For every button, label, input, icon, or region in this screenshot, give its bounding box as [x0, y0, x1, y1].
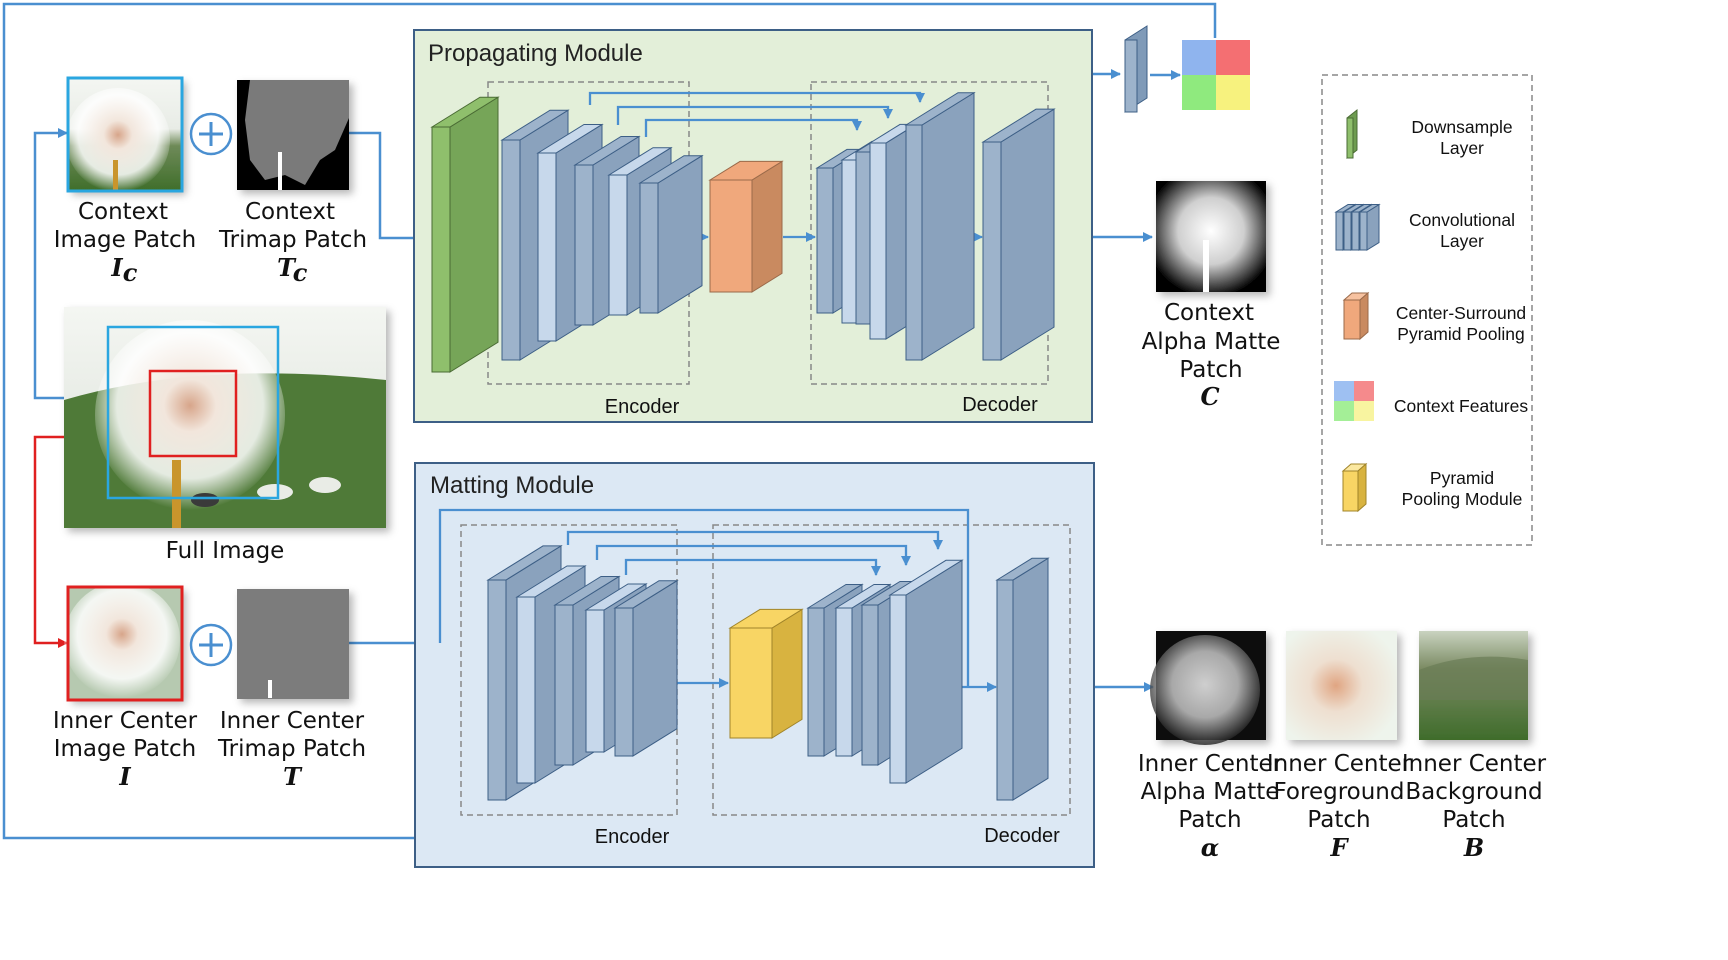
propagating-module-title: Propagating Module	[428, 40, 643, 67]
svg-text:Foreground: Foreground	[1274, 779, 1405, 805]
matting-layers	[486, 545, 1050, 801]
legend-conv-slab	[1358, 203, 1381, 251]
legend-conv-label: Convolutional	[1409, 210, 1515, 230]
context-image-patch	[66, 76, 184, 193]
svg-text:Image Patch: Image Patch	[54, 736, 197, 762]
pyramid-pooling-module	[728, 608, 804, 739]
legend-context-features-label: Context Features	[1394, 396, 1528, 416]
svg-text:I: I	[118, 762, 131, 791]
svg-text:Patch: Patch	[1307, 807, 1370, 833]
svg-text:Inner Center: Inner Center	[1267, 751, 1412, 777]
svg-text:T: T	[277, 253, 297, 282]
conv-layer	[888, 559, 964, 784]
legend-conv-label2: Layer	[1440, 231, 1484, 251]
svg-text:Image Patch: Image Patch	[54, 227, 197, 253]
conv-layer	[995, 557, 1050, 801]
svg-text:Inner Center: Inner Center	[1402, 751, 1547, 777]
context-trimap-to-propagating-line	[349, 131, 431, 243]
matting-module-title: Matting Module	[430, 472, 594, 499]
svg-text:Alpha Matte: Alpha Matte	[1141, 779, 1280, 805]
matting-decoder-label: Decoder	[984, 825, 1060, 847]
context-trimap-patch	[237, 80, 349, 190]
svg-text:Context: Context	[245, 199, 335, 225]
svg-text:Patch: Patch	[1178, 807, 1241, 833]
context-features-map	[1182, 40, 1250, 110]
svg-text:Inner Center: Inner Center	[1138, 751, 1283, 777]
svg-text:Background: Background	[1405, 779, 1542, 805]
legend-csp-icon	[1342, 291, 1370, 341]
legend-downsample-label: Downsample	[1411, 117, 1512, 137]
propagating-module: Propagating Module Encoder Decoder	[413, 29, 1093, 423]
svg-text:Trimap Patch: Trimap Patch	[218, 227, 367, 253]
legend-context-features-icon	[1334, 381, 1374, 421]
context-alpha-caption: Context Alpha Matte Patch C	[1142, 300, 1281, 411]
inner-trimap-patch	[237, 589, 349, 699]
svg-text:I: I	[110, 253, 123, 282]
downsample-layer	[430, 96, 500, 373]
svg-text:Context: Context	[1164, 300, 1254, 326]
legend-ppm-label: Pyramid	[1430, 468, 1494, 488]
legend-downsample-icon	[1346, 108, 1358, 160]
plus-icon	[189, 623, 233, 667]
conv-layer	[613, 579, 679, 757]
plus-icon	[189, 112, 233, 156]
matting-module: Matting Module Encoder Decoder	[414, 462, 1095, 868]
svg-text:Context: Context	[78, 199, 168, 225]
propagating-decoder-label: Decoder	[962, 394, 1038, 416]
inner-trimap-caption: Inner Center Trimap Patch T	[217, 708, 366, 791]
legend-conv-icon	[1334, 203, 1381, 251]
inner-alpha-caption: Inner Center Alpha Matte Patch α	[1138, 751, 1283, 862]
svg-text:c: c	[293, 258, 308, 287]
matting-encoder-label: Encoder	[595, 826, 670, 848]
svg-text:Inner Center: Inner Center	[53, 708, 198, 734]
conv-layer	[981, 108, 1056, 361]
svg-text:T: T	[283, 762, 303, 791]
inner-image-patch	[64, 582, 184, 702]
svg-text:B: B	[1463, 833, 1484, 862]
svg-text:α: α	[1201, 833, 1219, 862]
legend: Downsample Layer Convolutional Layer Cen…	[1321, 74, 1533, 546]
propagating-layers	[430, 91, 1056, 373]
svg-text:C: C	[1200, 382, 1219, 411]
context-alpha-patch	[1156, 181, 1266, 292]
inner-background-caption: Inner Center Background Patch B	[1402, 751, 1547, 862]
context-feature-layer	[1124, 25, 1148, 113]
full-image-caption: Full Image	[166, 538, 285, 564]
inner-background-patch	[1419, 631, 1528, 740]
legend-ppm-label2: Pooling Module	[1402, 489, 1523, 509]
svg-text:Alpha Matte: Alpha Matte	[1142, 329, 1281, 355]
inner-image-caption: Inner Center Image Patch I	[53, 708, 198, 791]
conv-layer	[904, 91, 976, 361]
conv-layer	[638, 154, 704, 314]
svg-text:Inner Center: Inner Center	[220, 708, 365, 734]
context-trimap-caption: Context Trimap Patch T c	[218, 199, 367, 287]
propagating-encoder-label: Encoder	[605, 396, 680, 418]
center-surround-pooling	[708, 160, 784, 293]
matting-skip-connections	[438, 508, 997, 692]
legend-csp-label2: Pyramid Pooling	[1397, 324, 1524, 344]
inner-foreground-caption: Inner Center Foreground Patch F	[1267, 751, 1412, 862]
svg-text:Trimap Patch: Trimap Patch	[217, 736, 366, 762]
context-image-caption: Context Image Patch I c	[54, 199, 197, 287]
matting-decoder-box	[712, 524, 1071, 816]
svg-text:Patch: Patch	[1179, 357, 1242, 383]
legend-ppm-icon	[1341, 462, 1368, 513]
legend-downsample-label2: Layer	[1440, 138, 1484, 158]
full-image	[64, 307, 386, 528]
legend-csp-label: Center-Surround	[1396, 303, 1526, 323]
svg-text:F: F	[1329, 833, 1349, 862]
svg-text:Patch: Patch	[1442, 807, 1505, 833]
svg-text:c: c	[123, 258, 138, 287]
inner-alpha-patch	[1150, 631, 1266, 745]
inner-foreground-patch	[1286, 631, 1397, 740]
